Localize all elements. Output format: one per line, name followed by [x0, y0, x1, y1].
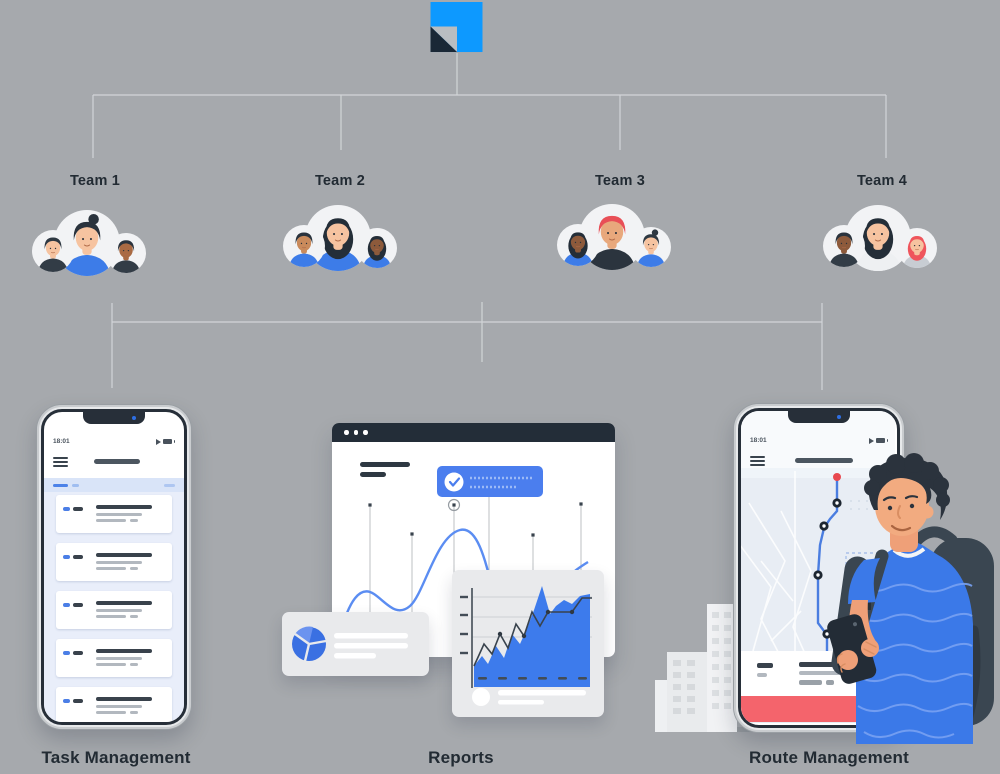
- head: [864, 453, 950, 552]
- team-4-avatars: [822, 202, 938, 274]
- task-card: [56, 639, 172, 677]
- notification-banner: [437, 466, 543, 497]
- team-2-label: Team 2: [314, 173, 366, 189]
- task-status-bar: 18:01: [44, 438, 184, 445]
- battery-icon: [162, 439, 172, 444]
- camera-dot-icon: [837, 415, 841, 419]
- pie-card-text-placeholder: [334, 633, 408, 659]
- status-time: 18:01: [750, 437, 767, 444]
- task-card: [56, 591, 172, 629]
- team-1-avatars: [31, 207, 147, 279]
- pie-chart-card: [282, 612, 429, 676]
- company-logo: [430, 2, 483, 53]
- filter-chip: [72, 483, 79, 487]
- report-heading-placeholder: [360, 462, 410, 467]
- task-phone: 18:01: [36, 404, 192, 730]
- phone-notch: [788, 411, 850, 423]
- task-phone-screen: 18:01: [41, 409, 187, 725]
- team-3-avatars: [556, 201, 672, 273]
- right-hand: [861, 639, 879, 657]
- area-card-footer-placeholder: [472, 688, 586, 706]
- face: [882, 495, 919, 532]
- courier-person: [827, 453, 994, 744]
- window-control-icon: [363, 430, 368, 435]
- filter-chip: [53, 483, 68, 487]
- held-phone: [827, 614, 877, 684]
- signal-icon: [155, 438, 161, 445]
- avatar: [897, 228, 937, 268]
- avatar: [357, 228, 397, 268]
- phone-notch: [83, 412, 145, 424]
- battery-tip-icon: [173, 440, 175, 443]
- filter-chip: [164, 483, 175, 487]
- status-time: 18:01: [53, 438, 70, 445]
- highlighted-point: [447, 498, 461, 512]
- area-chart-card: [452, 570, 604, 717]
- city-buildings: [655, 604, 737, 732]
- pie-chart: [292, 626, 327, 662]
- team-4-label: Team 4: [856, 173, 908, 189]
- task-nav-bar: [44, 456, 184, 468]
- report-subheading-placeholder: [360, 472, 386, 477]
- hair: [864, 453, 950, 520]
- camera-dot-icon: [132, 416, 136, 420]
- avatar: [823, 225, 865, 267]
- shirt-stripes: [857, 582, 973, 739]
- team-3-label: Team 3: [594, 173, 646, 189]
- window-control-icon: [353, 430, 358, 435]
- arm-and-phone: [827, 558, 880, 684]
- task-card: [56, 687, 172, 722]
- team-2-avatars: [282, 202, 398, 274]
- task-card: [56, 543, 172, 581]
- team-1-label: Team 1: [69, 173, 121, 189]
- avatar: [283, 225, 325, 267]
- menu-icon: [53, 457, 68, 470]
- task-card-list: [44, 492, 184, 722]
- ear: [920, 505, 934, 519]
- avatar: [631, 227, 671, 267]
- feature-label-route: Route Management: [749, 748, 909, 767]
- task-filter-band: [44, 478, 184, 492]
- avatar: [106, 233, 146, 273]
- check-icon: [448, 477, 461, 487]
- route-status-bar: 18:01: [741, 437, 897, 444]
- avatar: [557, 224, 599, 266]
- battery-tip-icon: [886, 439, 888, 442]
- feature-label-task: Task Management: [41, 748, 191, 767]
- task-card: [56, 495, 172, 533]
- destination-dot: [833, 473, 841, 481]
- map-roads: [741, 471, 812, 674]
- app-title-placeholder: [94, 459, 140, 464]
- window-control-icon: [344, 430, 349, 435]
- route-nav-bar: [741, 455, 897, 467]
- menu-icon: [750, 456, 765, 469]
- app-title-placeholder: [795, 458, 853, 463]
- avatar: [32, 230, 74, 272]
- route-stops: [813, 473, 842, 639]
- status-icons: [868, 437, 888, 444]
- signal-icon: [868, 437, 874, 444]
- browser-header: [332, 423, 615, 442]
- battery-icon: [875, 438, 885, 443]
- status-icons: [155, 438, 175, 445]
- area-chart: [460, 586, 592, 688]
- feature-label-reports: Reports: [428, 748, 494, 767]
